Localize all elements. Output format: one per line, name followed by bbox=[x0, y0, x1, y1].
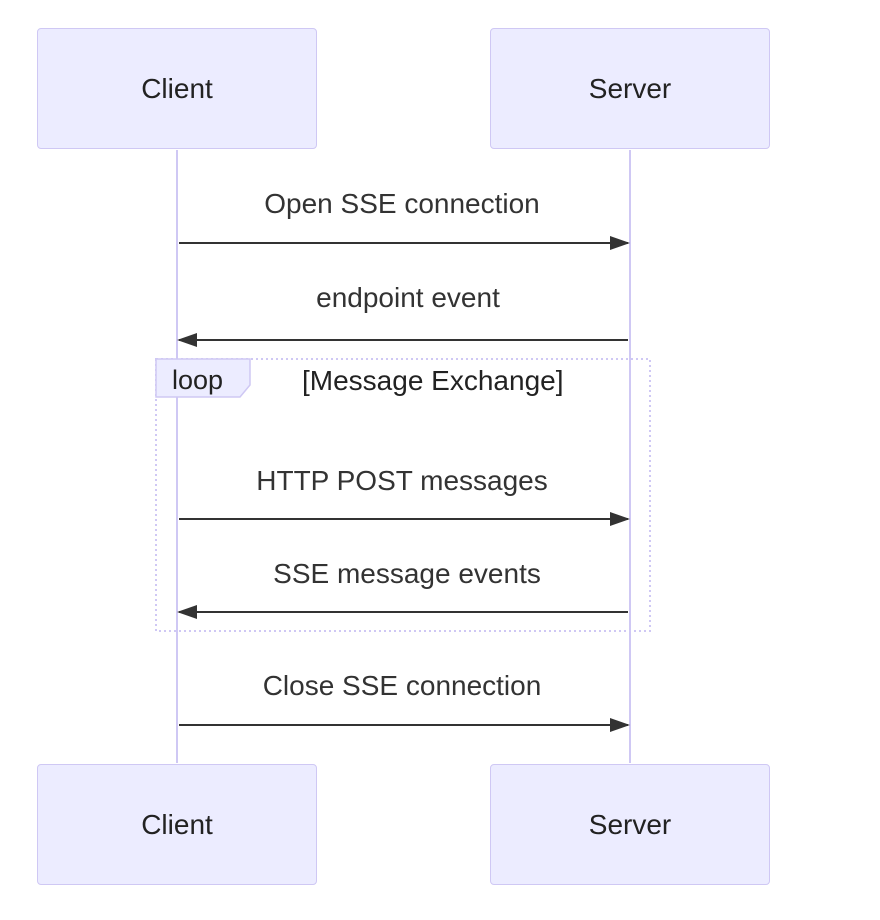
actor-client-top: Client bbox=[37, 28, 317, 149]
actor-client-bottom: Client bbox=[37, 764, 317, 885]
message-label: Open SSE connection bbox=[264, 188, 540, 219]
actor-server-bottom: Server bbox=[490, 764, 770, 885]
loop-frame bbox=[155, 358, 651, 632]
message-label: Close SSE connection bbox=[262, 670, 542, 701]
loop-condition: [Message Exchange] bbox=[302, 365, 564, 396]
loop-tag: loop bbox=[172, 365, 224, 395]
message-label: endpoint event bbox=[316, 282, 500, 313]
message-label: SSE message events bbox=[273, 558, 541, 589]
message-label: HTTP POST messages bbox=[256, 465, 548, 496]
actor-server-top: Server bbox=[490, 28, 770, 149]
loop-label-box bbox=[155, 358, 251, 398]
